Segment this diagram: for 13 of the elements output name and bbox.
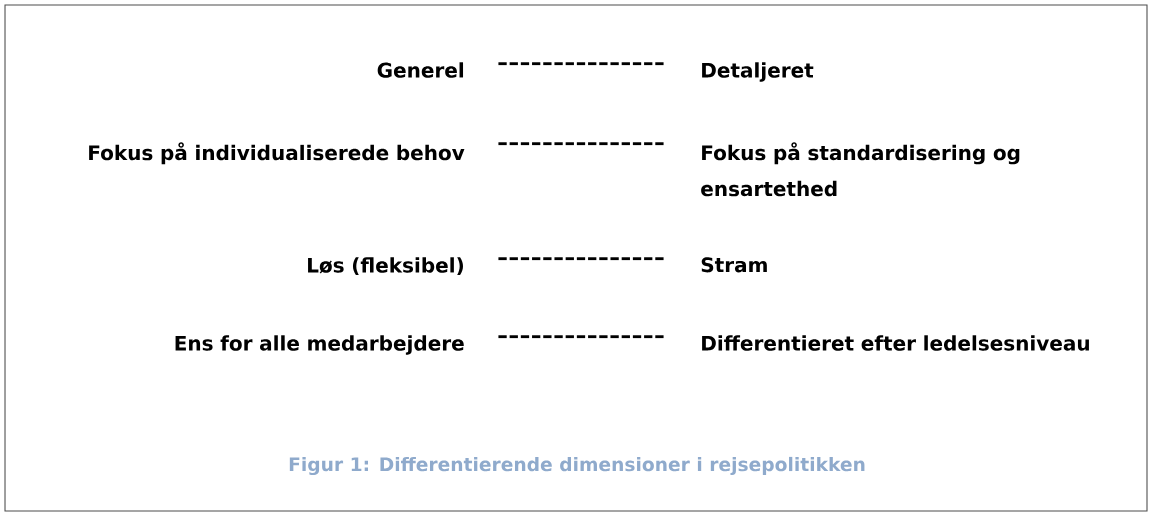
dash-line: --------------- [498, 257, 664, 261]
dimension-label: Fokus på standardisering og ensartethed [701, 142, 1020, 197]
dimension-label: Ens for alle medarbejdere [175, 335, 464, 355]
dimension-label: Generel [377, 62, 464, 78]
dimension-label: Detaljeret [702, 62, 814, 82]
dash-line: --------------- [498, 335, 664, 339]
dash-line: --------------- [498, 142, 664, 146]
dimension-label: Løs (fleksibel) [308, 257, 463, 276]
dash-line: --------------- [498, 62, 664, 66]
dimension-label: Stram [701, 257, 767, 273]
caption: Figur 1: Differentierende dimensioner i rejsepolitikken [289, 456, 865, 476]
dimension-label: Differentieret efter ledelsesniveau [702, 335, 1089, 351]
dimension-label: Fokus på individualiserede behov [89, 142, 465, 165]
